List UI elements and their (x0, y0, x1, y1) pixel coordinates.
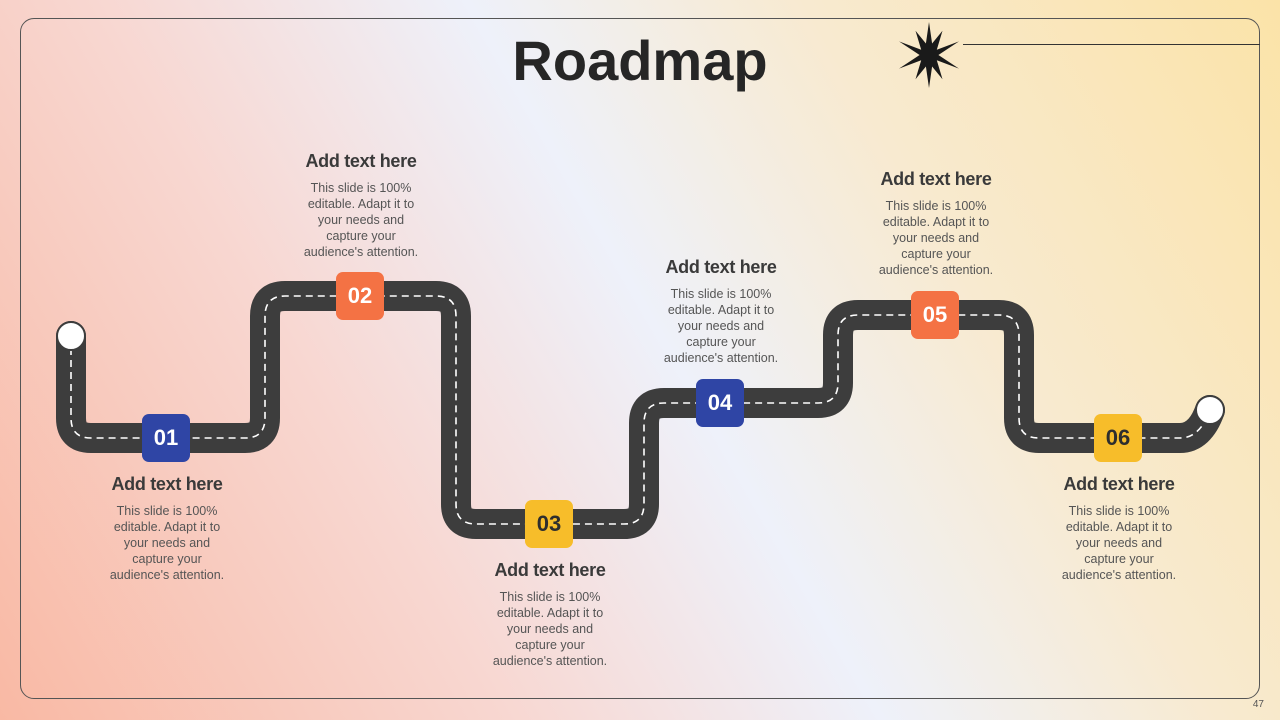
milestone-body: This slide is 100% editable. Adapt it to… (1061, 504, 1177, 582)
milestone-body: This slide is 100% editable. Adapt it to… (878, 199, 994, 277)
milestone-badge-02: 02 (336, 272, 384, 320)
milestone-badge-03: 03 (525, 500, 573, 548)
milestone-text-03: Add text here This slide is 100% editabl… (465, 560, 635, 669)
slide-frame (20, 18, 1260, 699)
road-dash-line (70, 295, 1211, 525)
milestone-heading: Add text here (494, 560, 606, 580)
milestone-heading: Add text here (665, 257, 777, 277)
milestone-body: This slide is 100% editable. Adapt it to… (492, 590, 608, 668)
slide-title: Roadmap (512, 29, 768, 92)
milestone-heading: Add text here (880, 169, 992, 189)
page-number: 47 (1252, 699, 1264, 710)
milestone-body: This slide is 100% editable. Adapt it to… (663, 287, 779, 365)
milestone-text-05: Add text here This slide is 100% editabl… (851, 169, 1021, 278)
milestone-body: This slide is 100% editable. Adapt it to… (303, 181, 419, 259)
milestone-heading: Add text here (305, 151, 417, 171)
milestone-badge-04: 04 (696, 379, 744, 427)
milestone-text-04: Add text here This slide is 100% editabl… (636, 257, 806, 366)
road-end-marker (1195, 395, 1225, 425)
milestone-badge-01: 01 (142, 414, 190, 462)
milestone-text-06: Add text here This slide is 100% editabl… (1034, 474, 1204, 583)
decorative-line (963, 44, 1260, 45)
starburst-icon (899, 22, 959, 88)
milestone-text-01: Add text here This slide is 100% editabl… (82, 474, 252, 583)
milestone-badge-06: 06 (1094, 414, 1142, 462)
milestone-text-02: Add text here This slide is 100% editabl… (276, 151, 446, 260)
road-start-marker (56, 321, 86, 351)
milestone-heading: Add text here (111, 474, 223, 494)
milestone-heading: Add text here (1063, 474, 1175, 494)
milestone-badge-05: 05 (911, 291, 959, 339)
milestone-body: This slide is 100% editable. Adapt it to… (109, 504, 225, 582)
